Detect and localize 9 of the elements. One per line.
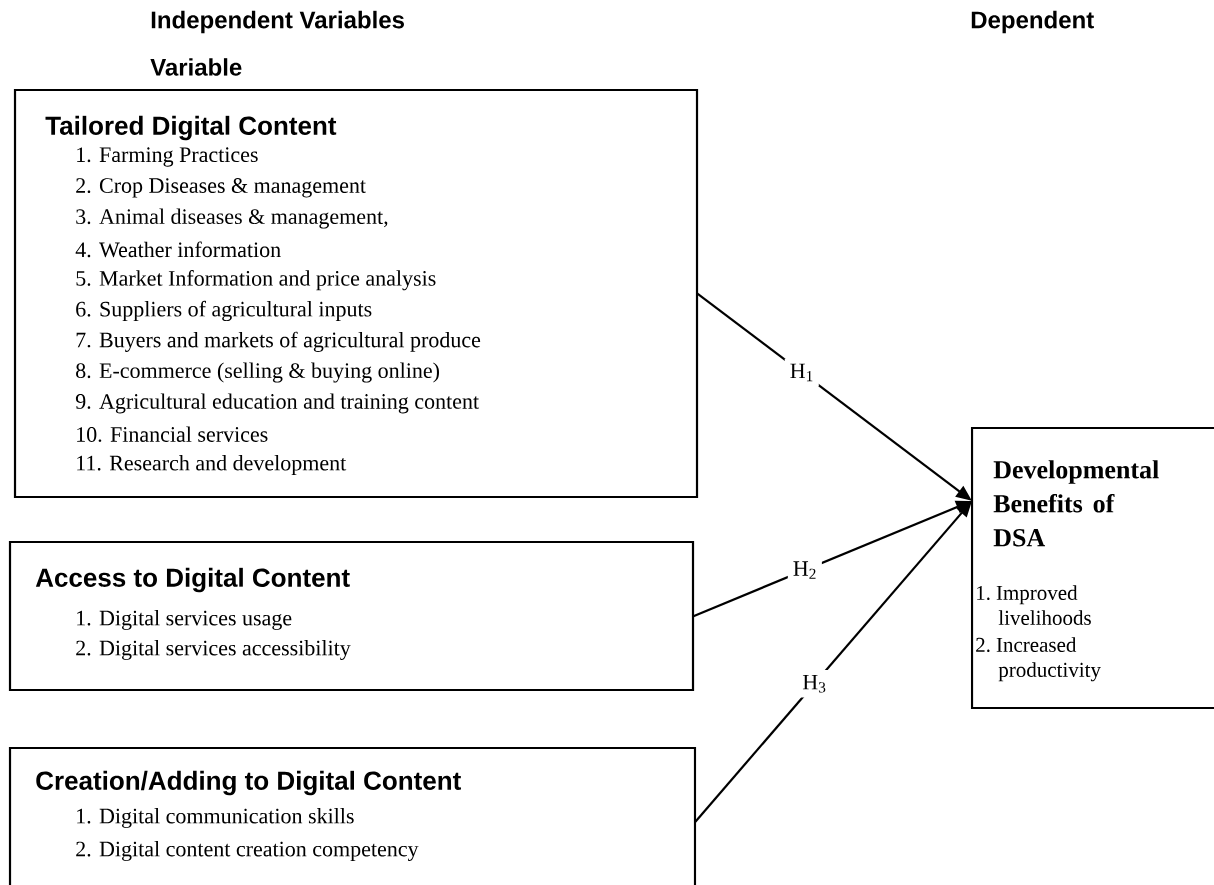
variable-box: Access to Digital Content 1. Digital services usage 2. Digital services accessibility	[8, 540, 695, 692]
edge-label: H$_{1}$	[784, 358, 819, 387]
edge-label: H$_{2}$	[787, 556, 822, 584]
edge-label: H$_{3}$	[797, 669, 832, 698]
variable-box: Developmental Benefits of DSA 1. Improved livelihoods 2. Increased productivity	[970, 426, 1214, 710]
heading: Dependent	[971, 10, 1094, 34]
heading: Independent Variables	[151, 10, 404, 34]
variable-box: Creation/Adding to Digital Content 1. Digital communication skills 2. Digital content creation competency	[8, 746, 697, 885]
variable-box: Tailored Digital Content 1. Farming Practices 2. Crop Diseases & management 3. Animal diseases & management, 4. Weather information 5. Market Information and price analysis 6. Suppliers of agricultural inputs 7. Buyers and markets of agricultural produce 8. E-commerce (selling & buying online) 9. Agricultural education and training content 10. Financial services 11. Research and development	[13, 88, 699, 499]
